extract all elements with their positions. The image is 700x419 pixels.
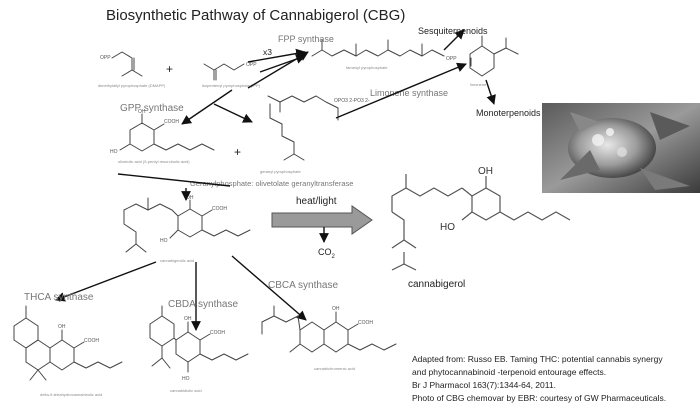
credit-line: and phytocannabinoid -terpenoid entourag… [412, 367, 606, 377]
cbga-label: cannabigerolic acid [160, 258, 194, 263]
atom-label: HO [182, 376, 190, 382]
plus-sign: + [234, 145, 241, 159]
atom-label: OPP [446, 56, 457, 62]
olivetolic-acid-label: olivetolic acid (5-pentyl resorcinolic a… [118, 159, 190, 164]
dmapp-label: dimethylallyl pyrophosphate (DMAPP) [98, 83, 166, 88]
enzyme-geranyltransferase: Geranylphosphate: olivetolate geranyltra… [190, 179, 353, 188]
enzyme-cbca-synthase: CBCA synthase [268, 280, 338, 291]
co2-label: CO2 [318, 247, 336, 260]
cbca-molecule: OH COOH cannabichromenic acid [261, 305, 397, 371]
atom-label: OH [478, 166, 493, 177]
product-monoterpenoids: Monoterpenoids [476, 108, 541, 118]
enzyme-limonene-synthase: Limonene synthase [370, 88, 448, 98]
atom-label: COOH [164, 119, 179, 125]
atom-label: OH [184, 316, 192, 322]
atom-label: OH [186, 195, 194, 201]
atom-label: OH [58, 324, 66, 330]
cbda-molecule: OH COOH HO cannabidiolic acid [149, 305, 249, 393]
gpp-molecule: OPO3 2-PO3 2- geranyl pyrophosphate [260, 95, 370, 174]
fpp-molecule: OPP farnesyl pyrophosphate [311, 39, 457, 70]
dmapp-molecule: OPP dimethylallyl pyrophosphate (DMAPP) [98, 51, 166, 88]
reaction-condition-label: heat/light [296, 196, 337, 207]
cbg-molecule: OH HO cannabigerol [391, 166, 571, 290]
atom-label: COOH [84, 338, 99, 344]
enzyme-cbda-synthase: CBDA synthase [168, 299, 238, 310]
credit-line: Adapted from: Russo EB. Taming THC: pote… [412, 354, 663, 364]
enzyme-fpp-synthase: FPP synthase [278, 34, 334, 44]
olivetolic-acid-molecule: OH COOH HO olivetolic acid (5-pentyl res… [110, 109, 215, 164]
ipp-molecule: OPP isopentenyl pyrophosphate (IPP) [202, 62, 261, 88]
credits-block: Adapted from: Russo EB. Taming THC: pote… [412, 354, 666, 403]
limonene-molecule: limonene [469, 35, 519, 87]
enzyme-thca-synthase: THCA synthase [24, 292, 94, 303]
atom-label: HO [440, 222, 455, 233]
atom-label: COOH [358, 320, 373, 326]
enzyme-gpp-synthase: GPP synthase [120, 103, 184, 114]
atom-label: COOH [212, 206, 227, 212]
multiplier-x3: x3 [263, 47, 272, 57]
limonene-label: limonene [470, 82, 487, 87]
atom-label: OPP [246, 62, 257, 68]
credit-line: Br J Pharmacol 163(7):1344-64, 2011. [412, 380, 556, 390]
atom-label: OPP [100, 55, 111, 61]
cbg-name: cannabigerol [408, 279, 465, 290]
cannabis-photo [542, 103, 700, 193]
atom-label: OH [332, 306, 340, 312]
thca-molecule: OH COOH delta-9-tetrahydrocannabinolic a… [13, 305, 123, 397]
product-sesquiterpenoids: Sesquiterpenoids [418, 26, 488, 36]
diagram-title: Biosynthetic Pathway of Cannabigerol (CB… [106, 7, 405, 24]
cbda-label: cannabidiolic acid [170, 388, 202, 393]
credit-line: Photo of CBG chemovar by EBR: courtesy o… [412, 393, 666, 403]
pathway-arrows [55, 29, 496, 331]
ipp-label: isopentenyl pyrophosphate (IPP) [202, 83, 261, 88]
plus-sign: + [166, 62, 173, 76]
gpp-label: geranyl pyrophosphate [260, 169, 301, 174]
cbca-label: cannabichromenic acid [314, 366, 355, 371]
atom-label: HO [110, 149, 118, 155]
cbga-molecule: OH COOH HO cannabigerolic acid [123, 195, 251, 263]
thca-label: delta-9-tetrahydrocannabinolic acid [40, 392, 102, 397]
atom-label: OH [138, 109, 146, 115]
heat-light-arrow: heat/light CO2 [271, 196, 373, 260]
atom-label: OPO3 2-PO3 2- [334, 98, 370, 104]
atom-label: COOH [210, 330, 225, 336]
atom-label: HO [160, 238, 168, 244]
fpp-label: farnesyl pyrophosphate [346, 65, 388, 70]
